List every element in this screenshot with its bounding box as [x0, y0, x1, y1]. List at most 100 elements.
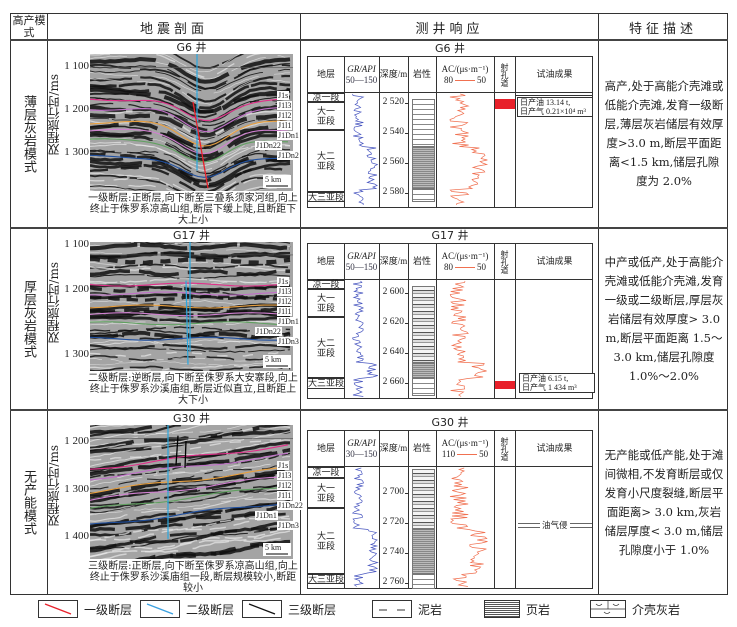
gr-curve — [352, 280, 378, 397]
seismic-reflector — [90, 431, 291, 458]
ac-curve — [449, 467, 488, 587]
seismic-reflector — [90, 56, 291, 84]
header-features: 特征描述 — [628, 21, 697, 37]
perforation-interval — [495, 98, 515, 110]
log-header-divider — [308, 279, 592, 280]
table-border — [10, 13, 728, 595]
log-header-divider — [308, 92, 592, 93]
depth-tick-label: 2 700 — [382, 486, 404, 497]
seismic-reflector — [90, 490, 291, 516]
header-test-result-text: 试油成果 — [536, 69, 573, 79]
feature-description-cell: 高产,处于高能介壳滩或低能介壳滩,发育一级断层,薄层灰岩储层有效厚度>3.0 m… — [604, 42, 724, 226]
ac-curve — [449, 93, 489, 206]
horizon-line — [90, 486, 289, 509]
seismic-y-tick: 1 100 — [64, 60, 89, 72]
feature-description: 高产,处于高能介壳滩或低能介壳滩,发育一级断层,薄层灰岩储层有效厚度>3.0 m… — [604, 79, 724, 188]
ac-scale-line — [457, 453, 478, 455]
depth-tick-mark — [405, 492, 409, 494]
seismic-reflector — [100, 534, 291, 559]
column-divider — [598, 13, 599, 595]
seismic-y-tick: 1 200 — [64, 103, 89, 115]
lithology-limestone — [412, 378, 435, 397]
lithology-mixed — [412, 468, 435, 529]
seismic-caption: 二级断层:逆断层,向下断至侏罗系大安寨段,向上终止于侏罗系沙溪庙组,断层近似直立… — [88, 373, 298, 406]
fault-line-icon — [44, 603, 72, 615]
perforation-interval — [495, 381, 515, 389]
depth-tick-mark — [405, 103, 409, 105]
seismic-y-tick: 1 100 — [64, 238, 89, 250]
seismic-reflector — [90, 351, 291, 358]
ac-scale-line — [455, 79, 475, 81]
header-depth: 深度/m — [379, 244, 408, 279]
horizon-line — [90, 452, 289, 481]
test-result-box: 日产油 6.15 t,日产气 1 434 m³ — [519, 372, 595, 393]
fault-line-icon — [248, 603, 276, 615]
strata-interval: 大二亚段 — [308, 507, 344, 574]
seismic-y-tick: 1 300 — [64, 483, 89, 495]
seismic-reflector — [90, 143, 291, 172]
row-mode-label: 厚层灰岩模式 — [21, 280, 36, 358]
strata-interval: 凉一段 — [308, 280, 344, 289]
strata-interval: 大一亚段 — [308, 477, 344, 508]
seismic-y-tick: 1 400 — [64, 530, 89, 542]
seismic-reflector — [90, 72, 291, 95]
seismic-caption: 三级断层:正断层,向下断至侏罗系凉高山组,向上终止于侏罗系沙溪庙组一段,断层规模… — [88, 561, 298, 594]
depth-tick-mark — [405, 163, 409, 165]
formation-label: J1l1 — [277, 306, 293, 316]
log-column-divider — [436, 57, 437, 207]
seismic-reflector — [90, 102, 291, 127]
legend-item-fault3: 三级断层 — [242, 600, 336, 618]
test-result-line: 日产油 13.14 t, — [520, 98, 571, 108]
depth-tick-mark — [405, 133, 409, 135]
seismic-reflector — [90, 482, 291, 507]
seismic-reflector — [90, 133, 291, 162]
depth-tick-mark — [405, 582, 409, 584]
header-perforation: 射孔道 — [500, 62, 509, 87]
formation-label: J1l3 — [277, 101, 293, 110]
seismic-reflector — [90, 162, 291, 189]
fault-line-icon — [146, 603, 174, 615]
seismic-reflector — [90, 530, 291, 558]
depth-tick-label: 2 720 — [382, 516, 404, 527]
seismic-section — [90, 242, 293, 371]
formation-label: J1l2 — [277, 111, 293, 120]
seismic-reflector — [90, 112, 291, 138]
header-depth-text: 深度/m — [379, 443, 408, 453]
depth-tick-label: 2 540 — [382, 127, 404, 138]
header-depth: 深度/m — [379, 431, 408, 466]
horizon-line — [90, 502, 289, 525]
seismic-reflector — [90, 110, 291, 137]
seismic-y-tick: 1 300 — [64, 146, 89, 158]
horizon-line — [90, 154, 289, 178]
horizon-line — [90, 466, 289, 494]
log-column-divider — [344, 57, 345, 207]
ac-curve — [449, 280, 487, 397]
horizon-line — [90, 106, 289, 132]
header-mode: 高产模式 — [12, 14, 46, 39]
seismic-reflector — [90, 360, 291, 367]
fault2-swatch-icon — [140, 600, 180, 618]
seismic-reflector — [90, 183, 291, 191]
seismic-reflector — [90, 365, 291, 371]
seismic-y-tick: 1 200 — [64, 435, 89, 447]
horizon-line — [90, 120, 289, 147]
formation-label: J1Dn3 — [277, 336, 300, 346]
log-column-divider — [436, 431, 437, 588]
horizon-line — [90, 128, 289, 155]
depth-tick-label: 2 740 — [382, 546, 404, 557]
log-column-divider — [344, 244, 345, 398]
formation-label: J1Dn2 — [277, 151, 300, 160]
mudstone-swatch-icon — [372, 600, 412, 618]
header-strata-text: 地层 — [316, 443, 335, 453]
header-strata-text: 地层 — [316, 256, 335, 266]
test-result-line: 日产气 0.21×10⁴ m³ — [520, 107, 586, 117]
seismic-reflector — [90, 441, 291, 471]
seismic-reflector — [90, 425, 171, 435]
first-order-fault — [192, 101, 209, 189]
header-logging: 测井响应 — [415, 21, 484, 37]
header-test-result-text: 试油成果 — [536, 256, 573, 266]
fault3-swatch-icon — [242, 600, 282, 618]
